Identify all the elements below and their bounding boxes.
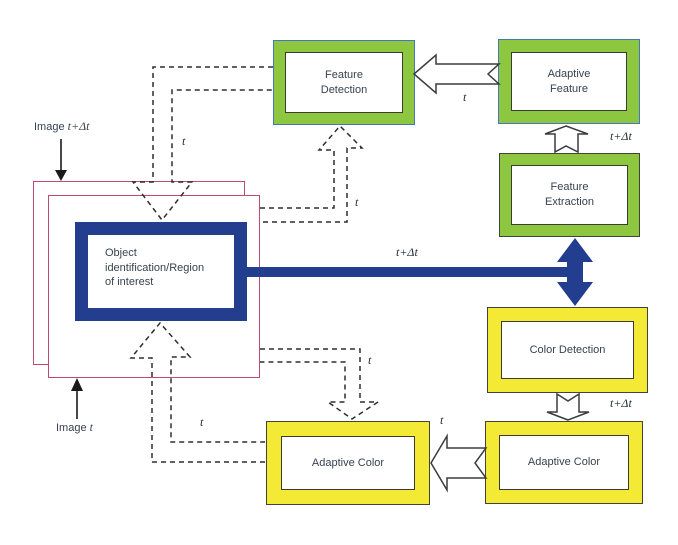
edge-label-fe-to-af: t+Δt <box>610 129 632 143</box>
image-t-label: Image t <box>56 420 93 435</box>
feature-detection-box: Feature Detection <box>273 40 415 125</box>
arrow-af-to-fd <box>412 53 501 95</box>
color-detection-label: Color Detection <box>501 321 634 379</box>
adaptive-color-left-label: Adaptive Color <box>281 436 415 490</box>
color-detection-box: Color Detection <box>487 307 648 393</box>
feature-extraction-label: Feature Extraction <box>511 165 628 225</box>
image-t-plus-dt-label: Image t+Δt <box>34 119 89 134</box>
arrow-fe-to-af <box>544 125 589 154</box>
image-t-label-prefix: Image <box>56 422 87 434</box>
feature-extraction-box: Feature Extraction <box>499 153 640 237</box>
dashed-images-to-acl <box>260 348 381 420</box>
image-tdt-arrowhead <box>55 170 67 181</box>
image-t-plus-dt-label-time: t+Δt <box>67 119 90 133</box>
edge-label-images-to-fd: t <box>355 195 359 209</box>
adaptive-color-right-box: Adaptive Color <box>485 421 643 504</box>
edge-label-fd-to-roi: t <box>182 134 186 148</box>
image-t-plus-dt-label-prefix: Image <box>34 121 65 133</box>
edge-label-cd-to-acr: t+Δt <box>610 396 632 410</box>
dashed-images-to-fd <box>260 124 364 223</box>
edge-label-images-to-acl: t <box>368 353 372 367</box>
adaptive-feature-box: Adaptive Feature <box>498 39 640 124</box>
arrow-acr-to-acl <box>430 433 488 493</box>
edge-label-roi-main: t+Δt <box>396 245 418 259</box>
edge-label-acr-to-acl: t <box>440 413 444 427</box>
object-identification-roi-label: Object identification/Region of interest <box>105 247 205 289</box>
image-t-label-time: t <box>89 420 93 434</box>
adaptive-feature-label: Adaptive Feature <box>511 52 627 111</box>
adaptive-color-right-label: Adaptive Color <box>499 435 629 490</box>
edge-label-acl-to-roi: t <box>200 415 204 429</box>
blue-main-band <box>246 267 571 277</box>
object-identification-roi-box: Object identification/Region of interest <box>75 222 247 321</box>
arrow-cd-to-acr <box>546 392 590 421</box>
blue-double-arrow <box>557 238 593 306</box>
feature-detection-label: Feature Detection <box>285 52 403 113</box>
adaptive-color-left-box: Adaptive Color <box>266 421 430 505</box>
edge-label-af-to-fd: t <box>463 90 467 104</box>
image-t-arrowhead <box>71 378 83 391</box>
